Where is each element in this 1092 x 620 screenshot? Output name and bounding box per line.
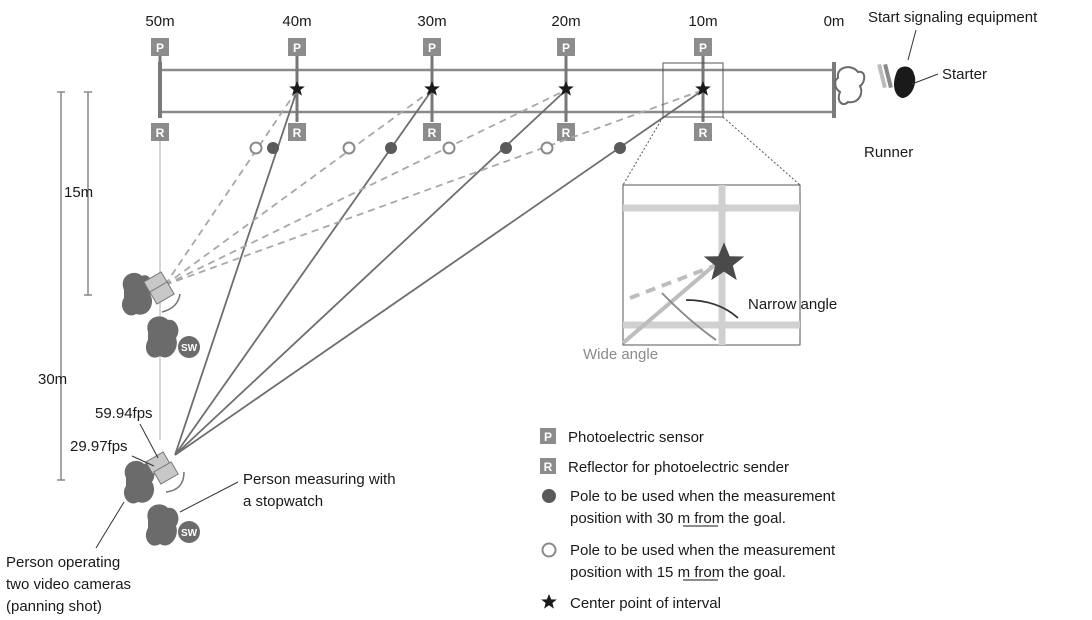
svg-text:R: R — [544, 460, 553, 474]
sensor-20m: P — [557, 38, 575, 122]
legend-item-sensor: P Photoelectric sensor — [540, 428, 704, 446]
reflector-40m: R — [288, 123, 306, 141]
track-lane — [158, 62, 836, 118]
reflector-10m: R — [694, 123, 712, 141]
distance-label-20m: 20m — [551, 13, 580, 30]
filled-pole-icon — [614, 142, 626, 154]
distance-label-0m: 0m — [824, 13, 845, 30]
wide-angle-arc — [661, 292, 717, 341]
poles-15m — [249, 141, 554, 155]
filled-pole-icon — [542, 489, 556, 503]
legend: P Photoelectric sensor R Reflector for p… — [540, 428, 836, 612]
stopwatch-person-label-line1: Person measuring with — [243, 471, 396, 488]
legend-item-reflector: R Reflector for photoelectric sender — [540, 458, 789, 476]
center-points — [289, 81, 711, 96]
sensor-10m: P — [694, 38, 712, 122]
svg-text:R: R — [428, 126, 437, 140]
svg-text:R: R — [562, 126, 571, 140]
svg-text:Photoelectric sensor: Photoelectric sensor — [568, 429, 704, 446]
legend-item-pole-30m: Pole to be used when the measurement pos… — [542, 488, 836, 527]
distance-label-40m: 40m — [282, 13, 311, 30]
zoom-inset: Narrow angle Wide angle — [583, 184, 837, 363]
stopwatch-icon — [178, 336, 200, 358]
reflector-icon — [540, 458, 556, 474]
sight-lines-15m — [164, 89, 704, 286]
svg-text:Pole to be used when the measu: Pole to be used when the measurement — [570, 488, 836, 505]
zoom-source-box — [662, 62, 724, 118]
reflector-30m: R — [423, 123, 441, 141]
reflector-20m: R — [557, 123, 575, 141]
open-pole-icon — [442, 141, 456, 155]
distance-label-30m: 30m — [417, 13, 446, 30]
start-equipment-label: Start signaling equipment — [868, 9, 1038, 26]
stopwatch-person-label-line2: a stopwatch — [243, 493, 323, 510]
dimension-30m-label: 30m — [38, 371, 67, 388]
fps-high-label: 59.94fps — [95, 405, 153, 422]
camera-operator-30m: SW — [123, 451, 200, 546]
svg-text:P: P — [156, 41, 164, 55]
legend-item-center-point: Center point of interval — [541, 594, 721, 612]
svg-text:R: R — [156, 126, 165, 140]
sensor-50m: P — [151, 38, 169, 68]
narrow-angle-arc — [685, 299, 739, 319]
svg-text:R: R — [293, 126, 302, 140]
dimension-markers — [57, 91, 92, 481]
dimension-15m-label: 15m — [64, 184, 93, 201]
svg-text:P: P — [293, 41, 301, 55]
svg-text:R: R — [699, 126, 708, 140]
svg-text:Reflector for photoelectric se: Reflector for photoelectric sender — [568, 459, 789, 476]
filled-pole-icon — [267, 142, 279, 154]
svg-text:P: P — [544, 430, 552, 444]
camera-operator-label-line2: two video cameras — [6, 576, 131, 593]
poles-30m — [267, 142, 626, 154]
camera-operator-15m: SW — [121, 271, 200, 358]
starter-label: Starter — [942, 66, 987, 83]
sensor-30m: P — [423, 38, 441, 122]
distance-labels: 50m 40m 30m 20m 10m 0m — [145, 13, 844, 30]
fps-low-label: 29.97fps — [70, 438, 128, 455]
wide-angle-label: Wide angle — [583, 346, 658, 363]
svg-text:SW: SW — [181, 343, 198, 354]
svg-text:P: P — [699, 41, 707, 55]
open-pole-icon — [249, 141, 263, 155]
svg-text:position with 15 m from the go: position with 15 m from the goal. — [570, 564, 786, 581]
filled-pole-icon — [500, 142, 512, 154]
open-pole-icon — [342, 141, 356, 155]
svg-text:position with 30 m from the go: position with 30 m from the goal. — [570, 510, 786, 527]
open-pole-icon — [541, 542, 557, 558]
open-pole-icon — [540, 141, 554, 155]
svg-text:Center point of interval: Center point of interval — [570, 595, 721, 612]
starter-figure: Start signaling equipment Starter — [868, 9, 1038, 98]
sensor-icon — [540, 428, 556, 444]
star-icon — [541, 594, 557, 609]
filled-pole-icon — [385, 142, 397, 154]
svg-text:P: P — [562, 41, 570, 55]
runner-label: Runner — [864, 144, 913, 161]
stopwatch-icon — [178, 521, 200, 543]
svg-text:SW: SW — [181, 528, 198, 539]
photoelectric-sensors: P P P P P — [151, 38, 712, 122]
distance-label-10m: 10m — [688, 13, 717, 30]
reflector-50m: R — [151, 123, 169, 141]
camera-operator-label-line1: Person operating — [6, 554, 120, 571]
distance-label-50m: 50m — [145, 13, 174, 30]
reflectors: R R R R R — [151, 123, 712, 141]
camera-operator-label-line3: (panning shot) — [6, 598, 102, 615]
narrow-angle-label: Narrow angle — [748, 296, 837, 313]
svg-text:P: P — [428, 41, 436, 55]
runner-figure: Runner — [834, 66, 913, 161]
svg-text:Pole to be used when the measu: Pole to be used when the measurement — [570, 542, 836, 559]
legend-item-pole-15m: Pole to be used when the measurement pos… — [541, 542, 836, 581]
